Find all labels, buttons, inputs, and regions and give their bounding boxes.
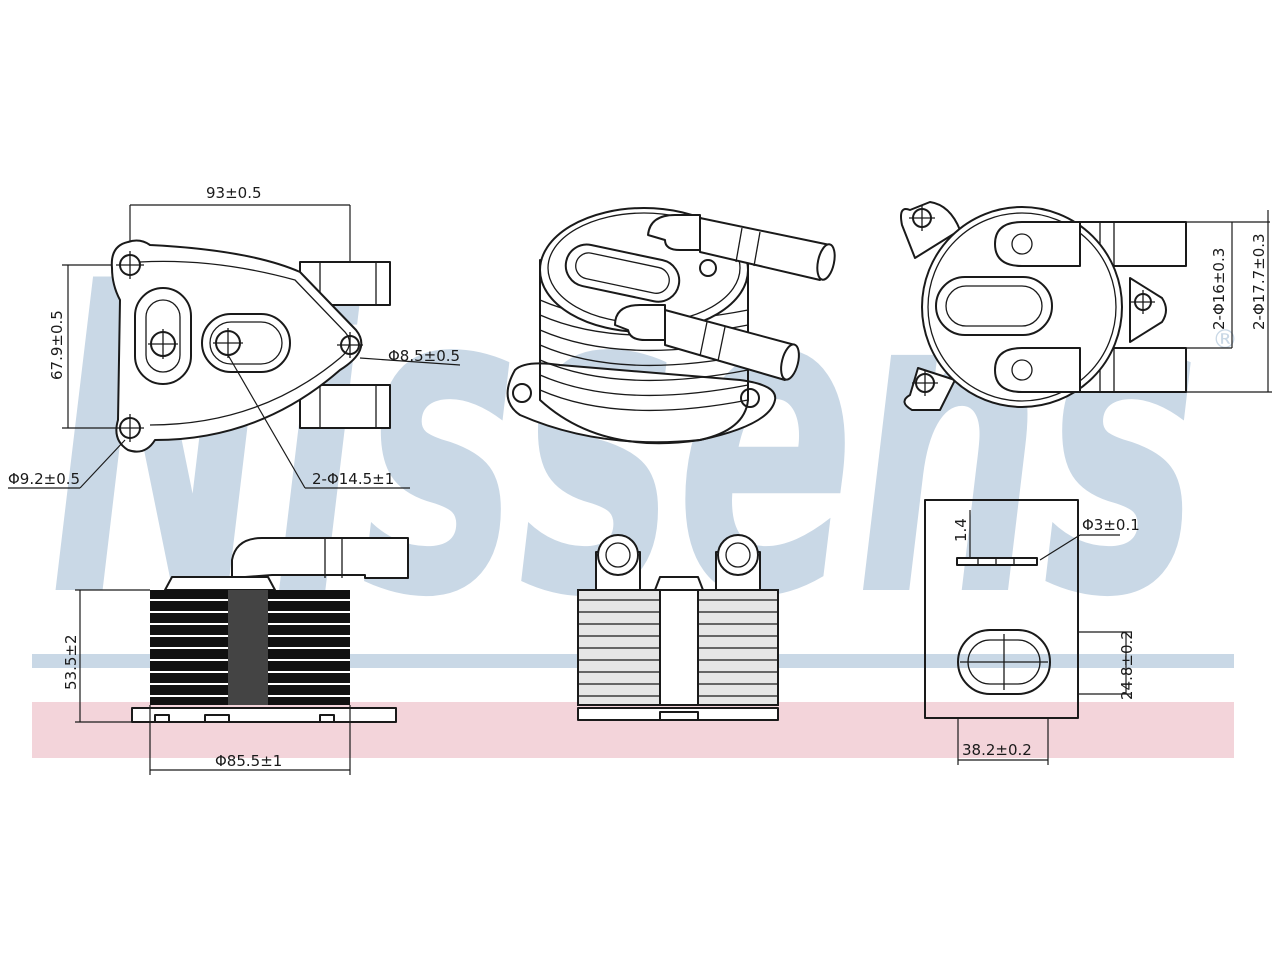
view-top-right: 2-Φ16±0.3 2-Φ17.7±0.3 [900, 201, 1272, 411]
dim-hole-bolt: Φ9.2±0.5 [8, 470, 80, 488]
dim-plate-thickness: 1.4 [952, 518, 970, 542]
dim-height-left: 67.9±0.5 [48, 310, 66, 380]
dim-pin-diameter: Φ3±0.1 [1082, 516, 1140, 534]
view-detail: 1.4 Φ3±0.1 24.8±0.2 38.2±0.2 [924, 499, 1140, 765]
dim-pipe-outer: 2-Φ17.7±0.3 [1250, 233, 1268, 330]
view-isometric [506, 207, 836, 445]
dim-slot-width: 38.2±0.2 [962, 741, 1032, 759]
dim-slot-height: 24.8±0.2 [1118, 630, 1136, 700]
dim-ports: 2-Φ14.5±1 [312, 470, 394, 488]
dim-hole-small: Φ8.5±0.5 [388, 347, 460, 365]
view-front [577, 534, 779, 721]
dim-width-top: 93±0.5 [206, 184, 262, 202]
dim-body-diameter: Φ85.5±1 [215, 752, 282, 770]
dim-pipe-inner: 2-Φ16±0.3 [1210, 248, 1228, 330]
view-side: 53.5±2 Φ85.5±1 [62, 537, 409, 775]
view-top: 93±0.5 67.9±0.5 Φ8.5 [8, 184, 460, 489]
watermark-registered: ® [1212, 325, 1238, 355]
dim-body-height: 53.5±2 [62, 634, 80, 690]
